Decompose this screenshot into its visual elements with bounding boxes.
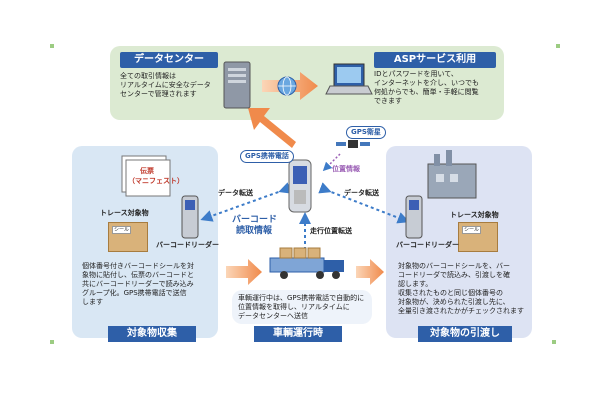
position-info-label: 位置情報 [332,165,360,173]
truck-text: 車輌運行中は、GPS携帯電話で自動的に 位置情報を取得し、リアルタイムに データ… [238,294,365,320]
box-icon: シール [458,222,498,252]
gps-satellite-label: GPS衛星 [346,126,386,139]
asp-title: ASPサービス利用 [374,52,496,68]
gps-phone-label: GPS携帯電話 [240,150,294,163]
server-icon [223,61,251,109]
corner-mark [50,340,54,344]
globe-icon [277,76,297,96]
phone-to-datacenter-arrow [248,108,296,148]
document-icon [121,155,171,197]
corner-mark [552,340,556,344]
document-title: 伝票 [140,167,154,175]
center-text-panel [232,290,372,324]
barcode-reader-label: バーコードリーダー [396,241,459,249]
factory-icon [427,150,477,199]
asp-text: IDとパスワードを用いて、 インターネットを介し、いつでも 何処からでも、簡単・… [374,70,479,105]
gps-arrow [322,153,341,172]
data-transfer-left-label: データ転送 [218,189,253,197]
barcode-reader-label: バーコードリーダー [156,241,219,249]
left-data-arrow [200,182,292,222]
truck-icon [269,247,344,279]
trace-object-label: トレース対象物 [100,209,149,217]
seal-label: シール [112,226,132,234]
phone-icon [288,159,312,213]
satellite-icon [336,140,370,148]
left-panel-text: 個体番号付きバーコードシールを対 象物に貼付し、伝票のバーコードと 共にバーコー… [82,262,194,306]
seal-label: シール [462,226,482,234]
data-center-text: 全ての取引情報は リアルタイムに安全なデータ センターで管理されます [120,72,211,98]
barcode-reader-icon [181,195,199,239]
document-subtitle: （マニフェスト） [128,177,184,185]
barcode-info-label-1: バーコード [232,215,278,225]
trace-object-label: トレース対象物 [450,211,499,219]
barcode-info-label-2: 読取情報 [236,226,273,236]
left-to-truck-arrow [226,259,262,285]
data-transfer-right-label: データ転送 [344,189,379,197]
truck-to-right-arrow [356,259,384,285]
right-panel-text: 対象物のバーコードシールを、バー コードリーダで読込み、引渡しを確 認します。 … [398,262,524,315]
right-data-arrow [318,182,410,224]
data-center-title: データセンター [120,52,218,68]
box-icon: シール [108,222,148,252]
delivery-tab: 対象物の引渡し [418,326,512,342]
collection-tab: 対象物収集 [108,326,196,342]
corner-mark [50,44,54,48]
truck-tab: 車輌運行時 [254,326,342,342]
corner-mark [556,44,560,48]
barcode-reader-icon [405,195,423,239]
travel-position-label: 走行位置転送 [310,227,352,235]
laptop-icon [325,63,373,95]
